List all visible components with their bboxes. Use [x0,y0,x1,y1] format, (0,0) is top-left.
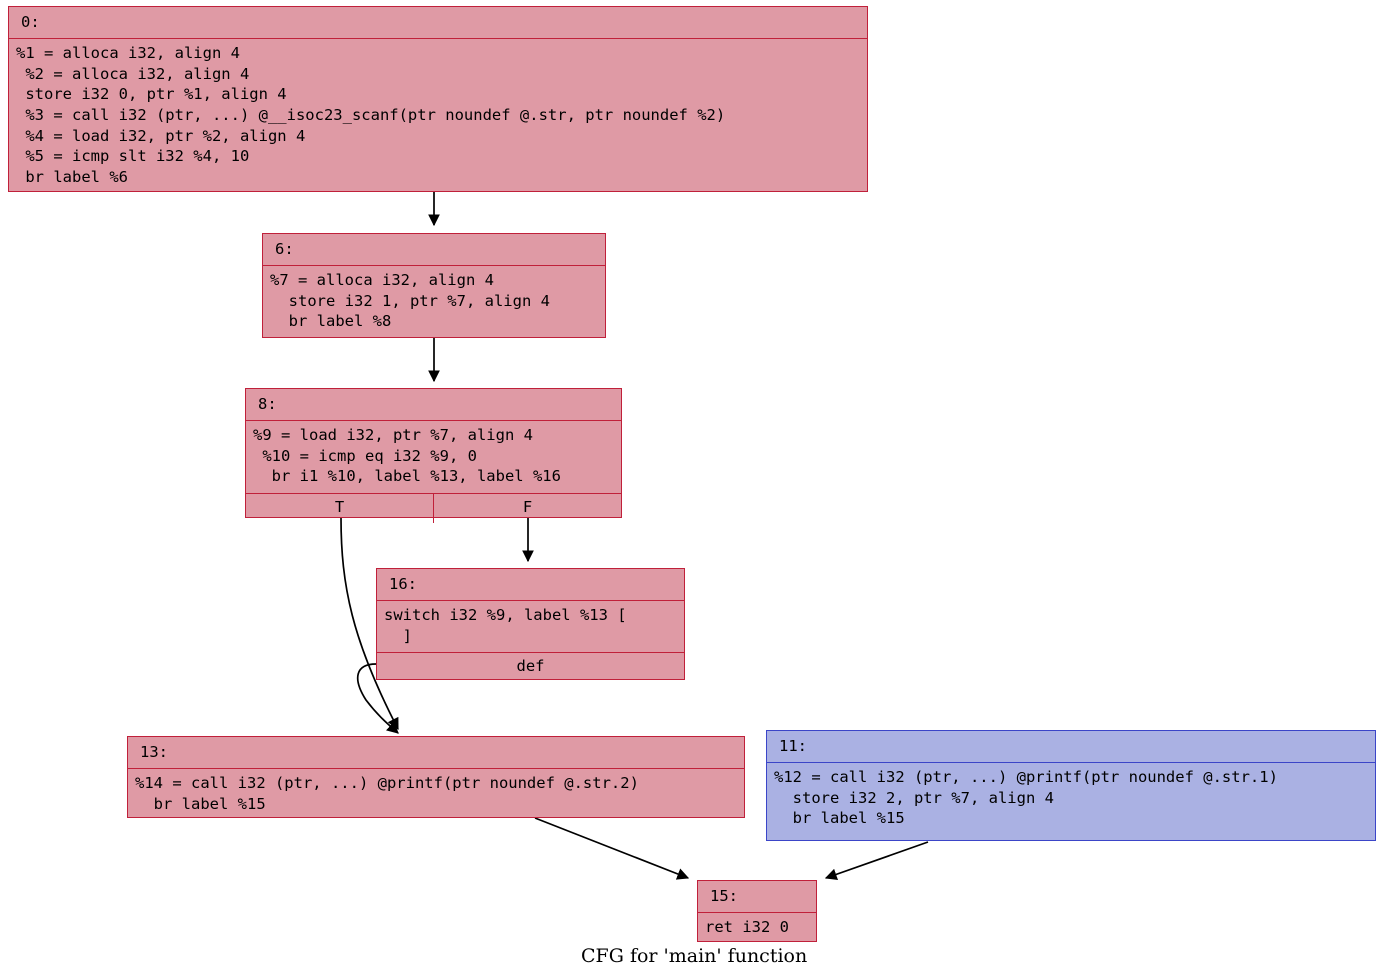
cfg-node-6[interactable]: 6: %7 = alloca i32, align 4 store i32 1,… [262,233,606,338]
cfg-node-13[interactable]: 13: %14 = call i32 (ptr, ...) @printf(pt… [127,736,745,818]
cfg-node-8-ports: T F [246,492,621,523]
cfg-node-15[interactable]: 15: ret i32 0 [697,880,817,942]
edge-13-to-15 [534,817,690,880]
cfg-node-16[interactable]: 16: switch i32 %9, label %13 [ ] def [376,568,685,680]
cfg-node-15-instructions: ret i32 0 [705,917,789,936]
cfg-node-0[interactable]: 0: %1 = alloca i32, align 4 %2 = alloca … [8,6,868,192]
cfg-node-16-port-default[interactable]: def [516,657,545,676]
graph-caption: CFG for 'main' function [581,945,808,967]
cfg-node-15-label: 15: [698,881,816,913]
cfg-node-16-instructions: switch i32 %9, label %13 [ ] [384,605,627,645]
edge-11-to-15 [824,841,929,881]
cfg-node-11-label: 11: [767,731,1375,763]
cfg-node-0-instructions: %1 = alloca i32, align 4 %2 = alloca i32… [16,43,726,187]
cfg-node-6-label: 6: [263,234,605,266]
cfg-node-16-label: 16: [377,569,684,601]
cfg-node-8-port-false[interactable]: F [433,493,621,523]
cfg-node-8-label: 8: [246,389,621,421]
cfg-node-13-label: 13: [128,737,744,769]
cfg-node-13-instructions: %14 = call i32 (ptr, ...) @printf(ptr no… [135,773,639,813]
cfg-node-8[interactable]: 8: %9 = load i32, ptr %7, align 4 %10 = … [245,388,622,523]
cfg-node-0-label: 0: [9,7,867,39]
cfg-node-11-instructions: %12 = call i32 (ptr, ...) @printf(ptr no… [774,767,1278,828]
cfg-node-16-ports: def [377,652,684,682]
cfg-node-11[interactable]: 11: %12 = call i32 (ptr, ...) @printf(pt… [766,730,1376,841]
cfg-node-8-port-true[interactable]: T [334,497,345,516]
cfg-node-8-instructions: %9 = load i32, ptr %7, align 4 %10 = icm… [253,425,561,486]
cfg-node-6-instructions: %7 = alloca i32, align 4 store i32 1, pt… [270,270,550,331]
